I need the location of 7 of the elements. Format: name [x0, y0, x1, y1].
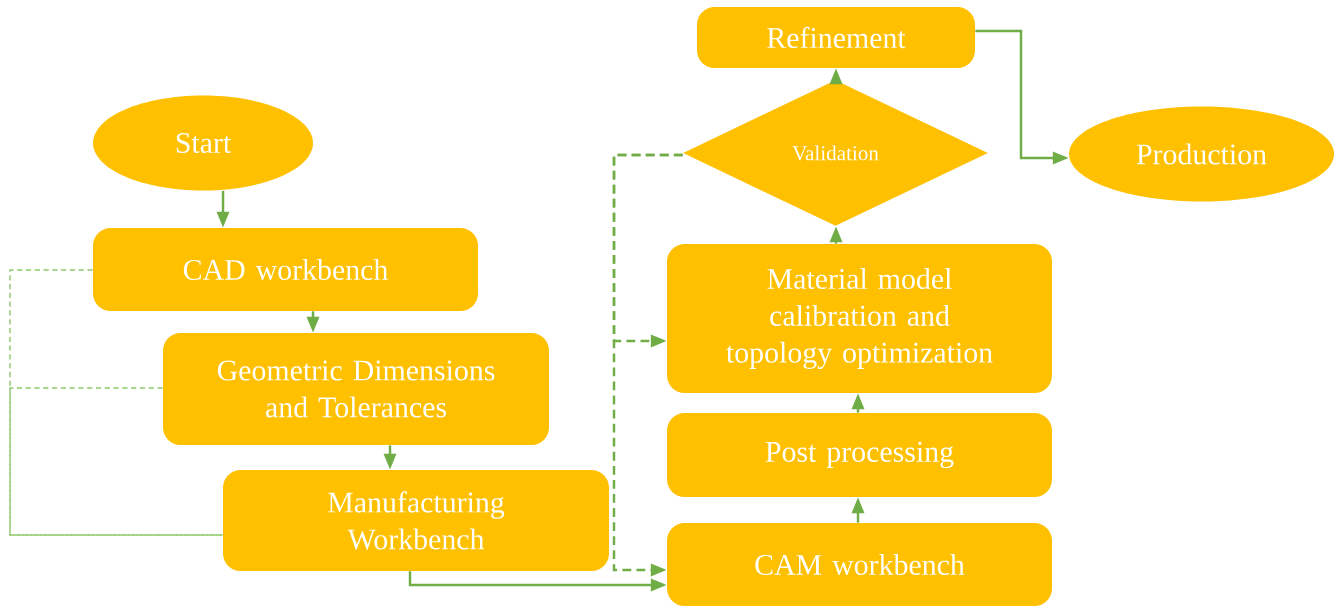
- process-box: Geometric Dimensions and Tolerances: [163, 333, 549, 445]
- process-box: CAM workbench: [667, 523, 1052, 606]
- process-box: Refinement: [697, 7, 975, 68]
- process-box: Material model calibration and topology optimization: [667, 244, 1052, 393]
- process-box: CAD workbench: [93, 228, 478, 311]
- process-box: Post processing: [667, 413, 1052, 497]
- process-box: Manufacturing Workbench: [223, 470, 609, 571]
